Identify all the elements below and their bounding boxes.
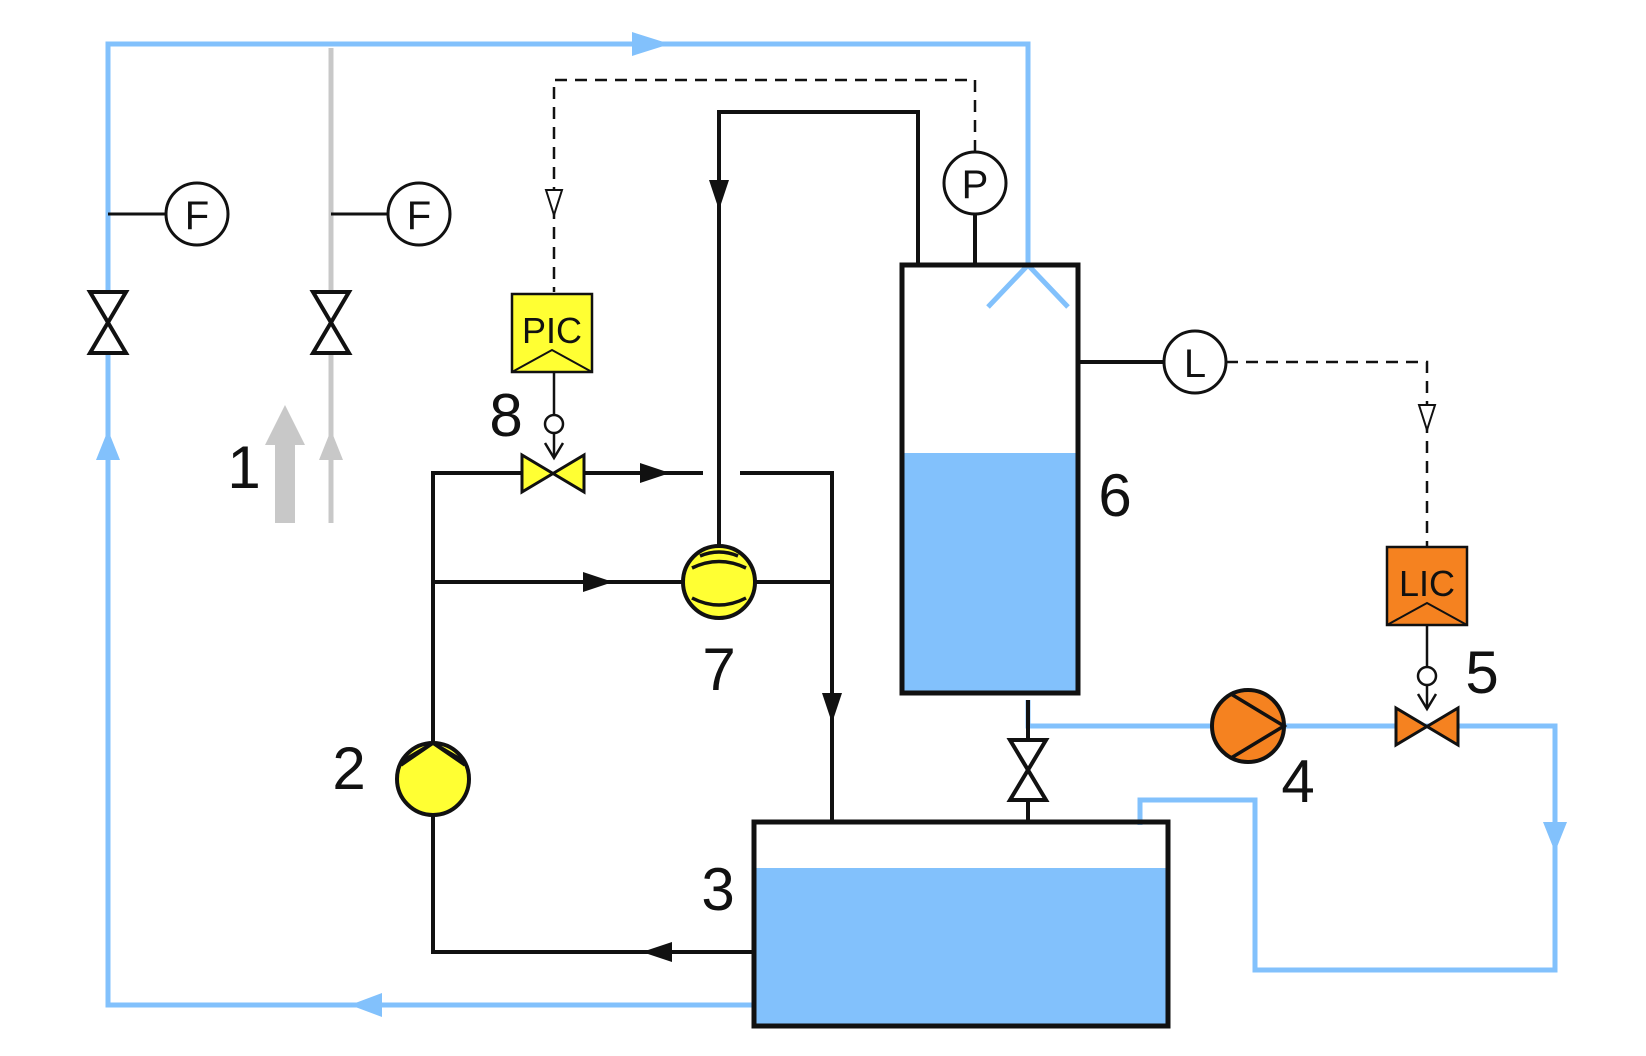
pump-4	[1210, 688, 1288, 764]
gas-feed-arrow-shaft	[275, 440, 295, 523]
column-liquid	[902, 453, 1078, 693]
arrow-up	[96, 430, 120, 460]
pressure-signal-arrow	[544, 189, 564, 219]
arrow-left	[350, 993, 382, 1017]
label-2: 2	[332, 735, 365, 802]
arrow-right	[632, 32, 670, 56]
flow-meter-left: F	[108, 181, 230, 247]
gas-line-arrow	[319, 430, 343, 460]
process-flow-arrows	[583, 180, 842, 962]
water-distributor	[986, 261, 1070, 309]
control-valve-pressure	[520, 452, 586, 495]
level-controller-label: LIC	[1399, 563, 1455, 604]
valve-gas-inlet	[309, 290, 353, 355]
label-4: 4	[1281, 748, 1314, 815]
level-indicator-label: L	[1184, 342, 1206, 386]
return-water-line	[105, 41, 1031, 1008]
label-3: 3	[701, 856, 734, 923]
valve-water-inlet	[86, 290, 130, 355]
label-8: 8	[489, 382, 522, 449]
gas-feed-arrow-head	[265, 405, 305, 445]
pressure-transmitter: P	[942, 150, 1008, 216]
arrow-down	[1543, 822, 1567, 852]
storage-tank	[751, 819, 1171, 1029]
pressure-indicator-label: P	[962, 163, 989, 207]
control-valve-level	[1394, 705, 1460, 748]
valve-column-drain	[1006, 738, 1050, 802]
pump-2	[395, 740, 471, 817]
level-signal-arrow	[1417, 404, 1437, 434]
pressure-controller-label: PIC	[522, 310, 582, 351]
label-1: 1	[227, 434, 260, 501]
level-controller: LIC	[1385, 545, 1469, 627]
level-signal-line	[1226, 360, 1429, 546]
label-5: 5	[1465, 639, 1498, 706]
pressure-controller: PIC	[510, 292, 594, 374]
level-transmitter: L	[1162, 329, 1228, 395]
pressure-signal-line	[552, 78, 977, 292]
tank-shell	[751, 819, 1171, 1029]
label-6: 6	[1098, 462, 1131, 529]
gas-feed	[265, 48, 343, 523]
column-outlet-line	[1025, 700, 1558, 973]
flow-meter-right: F	[331, 181, 452, 247]
tank-liquid	[754, 868, 1168, 1026]
label-7: 7	[702, 636, 735, 703]
column-shell	[899, 262, 1081, 696]
absorption-column	[899, 262, 1081, 696]
flow-indicator-right-label: F	[407, 194, 431, 238]
flow-indicator-left-label: F	[185, 194, 209, 238]
ejector-7	[681, 544, 757, 620]
water-flow-arrows	[96, 32, 1567, 1017]
